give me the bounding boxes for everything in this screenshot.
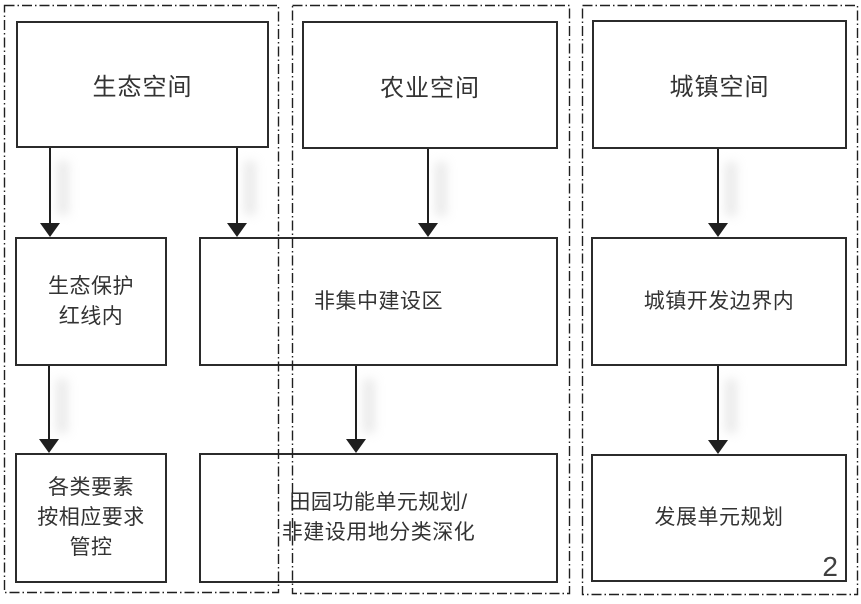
arrow-down-icon (40, 223, 60, 237)
arrow-shadow (725, 379, 737, 433)
arrow-shadow (363, 379, 375, 433)
ecological-space-label: 生态空间 (92, 74, 193, 101)
arrow-shaft (48, 366, 50, 441)
agricultural-space-label: 农业空间 (380, 74, 480, 102)
rural-unit-planning-label: 田园功能单元规划/ 非建设用地分类深化 (281, 491, 476, 544)
arrow-shadow (725, 162, 737, 216)
arrow-down-icon (227, 223, 247, 237)
urban-space-label: 城镇空间 (669, 74, 770, 101)
arrow-shaft (49, 148, 51, 225)
development-unit-planning-label: 发展单元规划 (654, 506, 784, 529)
agricultural-space-box: 农业空间 (302, 21, 558, 149)
arrow-shaft (236, 148, 238, 225)
arrow-down-icon (708, 440, 728, 454)
non-centralized-construction-box: 非集中建设区 (199, 237, 558, 366)
arrow-down-icon (708, 223, 728, 237)
page-number: 2 (822, 551, 838, 582)
arrow-shaft (427, 149, 429, 225)
urban-space-box: 城镇空间 (592, 20, 847, 149)
arrow-down-icon (39, 439, 59, 453)
eco-redline-label: 生态保护 红线内 (48, 274, 134, 328)
arrow-shadow (244, 161, 256, 215)
arrow-down-icon (418, 223, 438, 237)
arrow-shaft (355, 366, 357, 441)
arrow-shadow (435, 162, 447, 216)
urban-development-boundary-label: 城镇开发边界内 (643, 289, 795, 313)
element-control-box: 各类要素 按相应要求 管控 (15, 453, 167, 583)
ecological-space-box: 生态空间 (16, 21, 269, 148)
element-control-label: 各类要素 按相应要求 管控 (37, 476, 145, 559)
arrow-shadow (56, 379, 68, 433)
eco-redline-box: 生态保护 红线内 (15, 237, 167, 366)
arrow-shadow (57, 161, 69, 215)
non-centralized-construction-label: 非集中建设区 (314, 289, 443, 313)
arrow-down-icon (346, 439, 366, 453)
arrow-shaft (717, 149, 719, 225)
urban-development-boundary-box: 城镇开发边界内 (591, 237, 847, 366)
rural-unit-planning-box: 田园功能单元规划/ 非建设用地分类深化 (199, 453, 558, 583)
arrow-shaft (717, 366, 719, 441)
